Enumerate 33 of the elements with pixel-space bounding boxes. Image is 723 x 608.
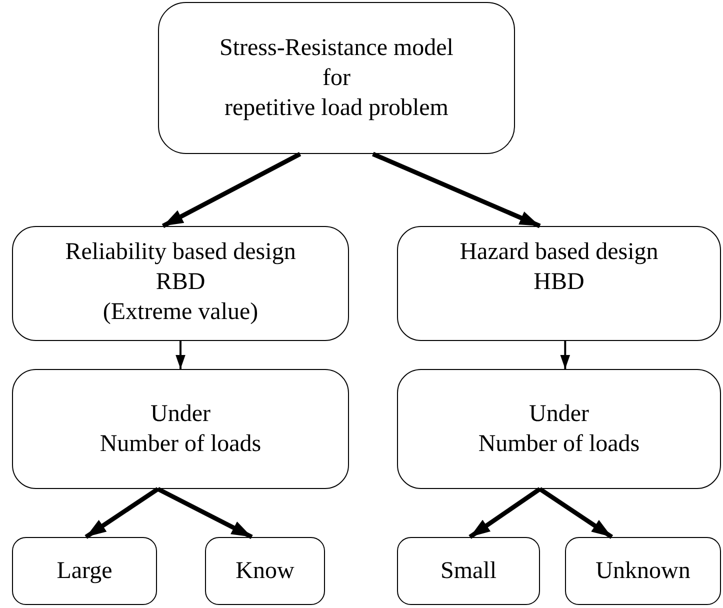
node-text: Number of loads: [478, 430, 640, 459]
arrow: [468, 487, 542, 539]
node-text: Large: [56, 557, 112, 586]
rounded-box: [12, 226, 349, 341]
node-text: Reliability based design: [65, 238, 296, 267]
arrow: [156, 487, 253, 539]
rounded-box: [158, 2, 515, 154]
node-text: Small: [440, 557, 496, 586]
node-text: Hazard based design: [460, 238, 658, 267]
rounded-box: [12, 369, 349, 489]
rounded-box: [565, 537, 721, 605]
node-text: for: [322, 64, 350, 93]
node-text: RBD: [156, 268, 206, 297]
node-text: (Extreme value): [102, 298, 258, 327]
node-text: Under: [150, 400, 210, 429]
rounded-box: [205, 537, 325, 605]
rounded-box: [397, 537, 540, 605]
arrow: [560, 341, 570, 369]
arrow: [162, 152, 302, 228]
node-text: Stress-Resistance model: [220, 34, 454, 63]
arrow: [84, 487, 160, 539]
arrow: [538, 487, 614, 539]
arrow: [176, 341, 186, 369]
arrow: [372, 152, 541, 228]
rounded-box: [397, 226, 721, 341]
rounded-box: [12, 537, 157, 605]
node-text: Unknown: [596, 557, 690, 586]
node-text: Number of loads: [100, 430, 262, 459]
node-text: Under: [529, 400, 589, 429]
node-text: Know: [236, 557, 294, 586]
rounded-box: [397, 369, 721, 489]
node-text: repetitive load problem: [224, 94, 448, 123]
node-text: HBD: [534, 268, 584, 297]
